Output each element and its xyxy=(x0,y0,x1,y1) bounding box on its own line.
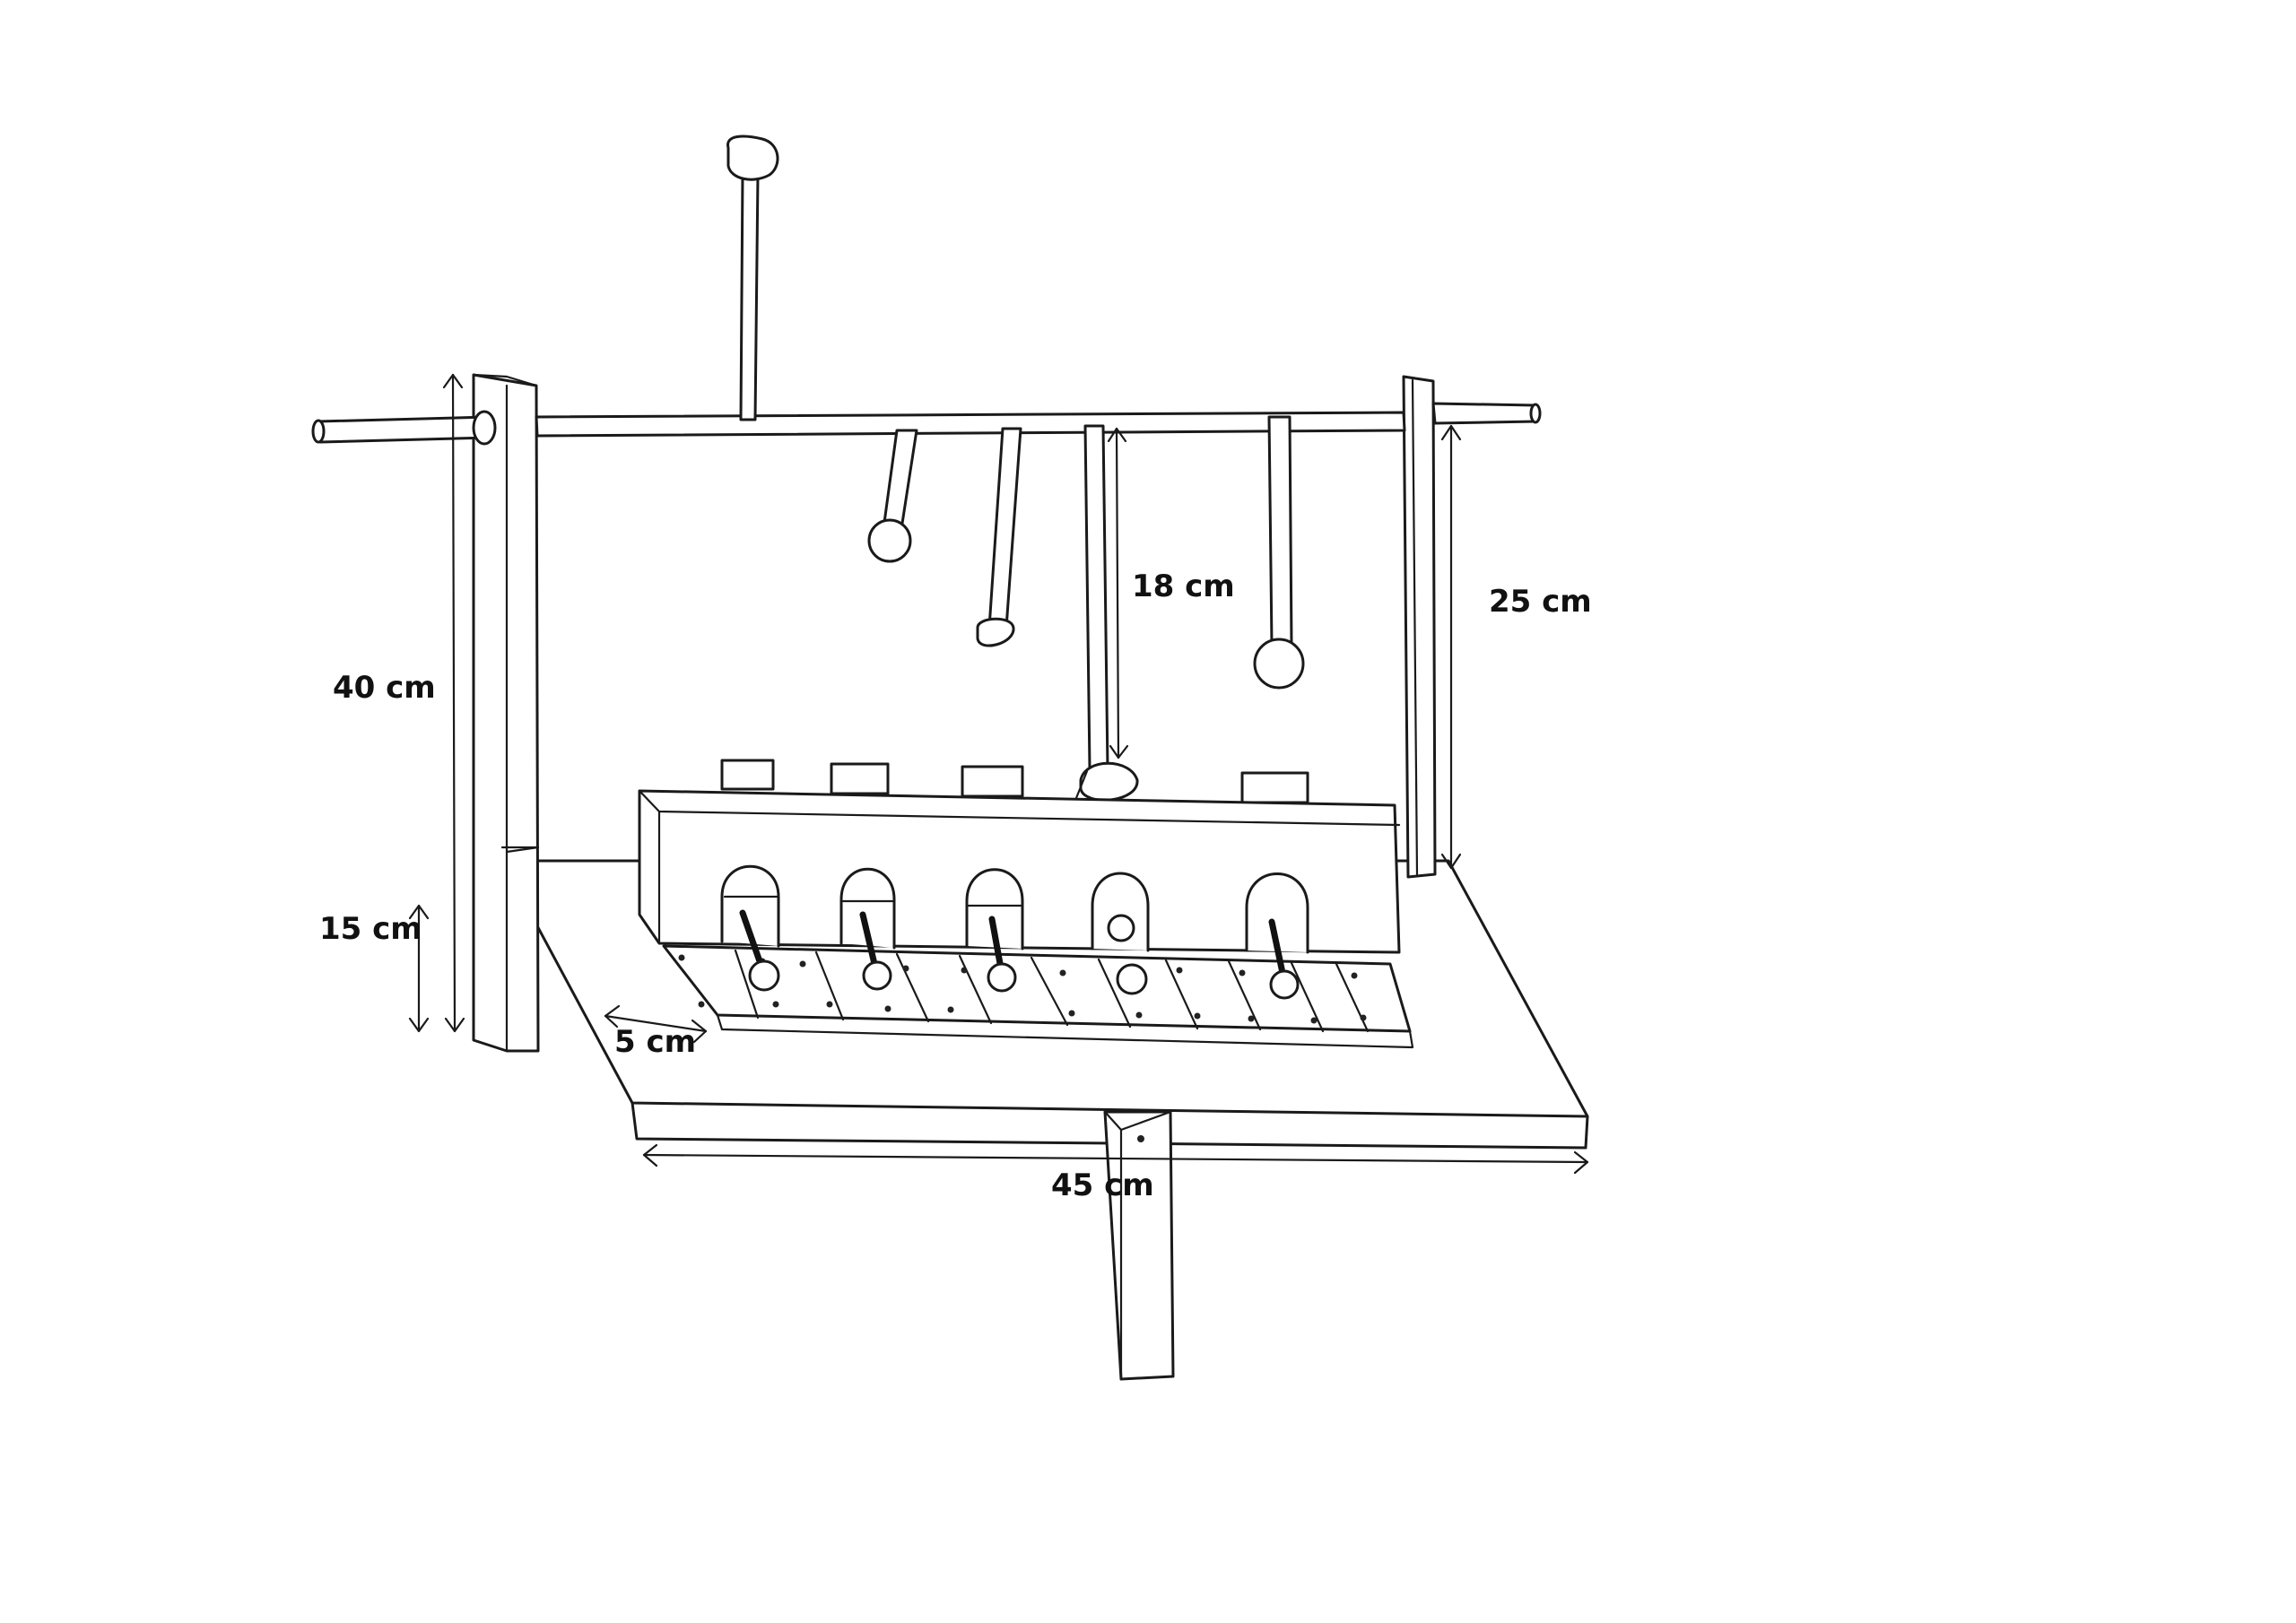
mallet-3 xyxy=(1074,424,1139,802)
mallet-4 xyxy=(1253,415,1305,690)
strikers xyxy=(739,909,1300,1000)
xylophone-bars xyxy=(662,944,1414,1049)
dimension-label-15cm: 15 cm xyxy=(319,911,422,947)
mallet-2 xyxy=(976,427,1022,647)
support-leg xyxy=(1103,1110,1175,1381)
dimension-label-45cm: 45 cm xyxy=(1051,1167,1154,1203)
mallet-1 xyxy=(867,429,918,563)
resonator-box xyxy=(638,789,1401,954)
dimension-lines xyxy=(408,373,1589,1175)
dimension-label-5cm: 5 cm xyxy=(614,1024,696,1060)
right-post xyxy=(1402,375,1437,879)
key-tabs xyxy=(720,759,1309,804)
dimension-label-18cm: 18 cm xyxy=(1132,568,1235,604)
dimension-label-25cm: 25 cm xyxy=(1489,584,1592,620)
handle-rod xyxy=(726,135,779,421)
left-post xyxy=(472,373,540,1053)
dimension-label-40cm: 40 cm xyxy=(333,670,436,706)
